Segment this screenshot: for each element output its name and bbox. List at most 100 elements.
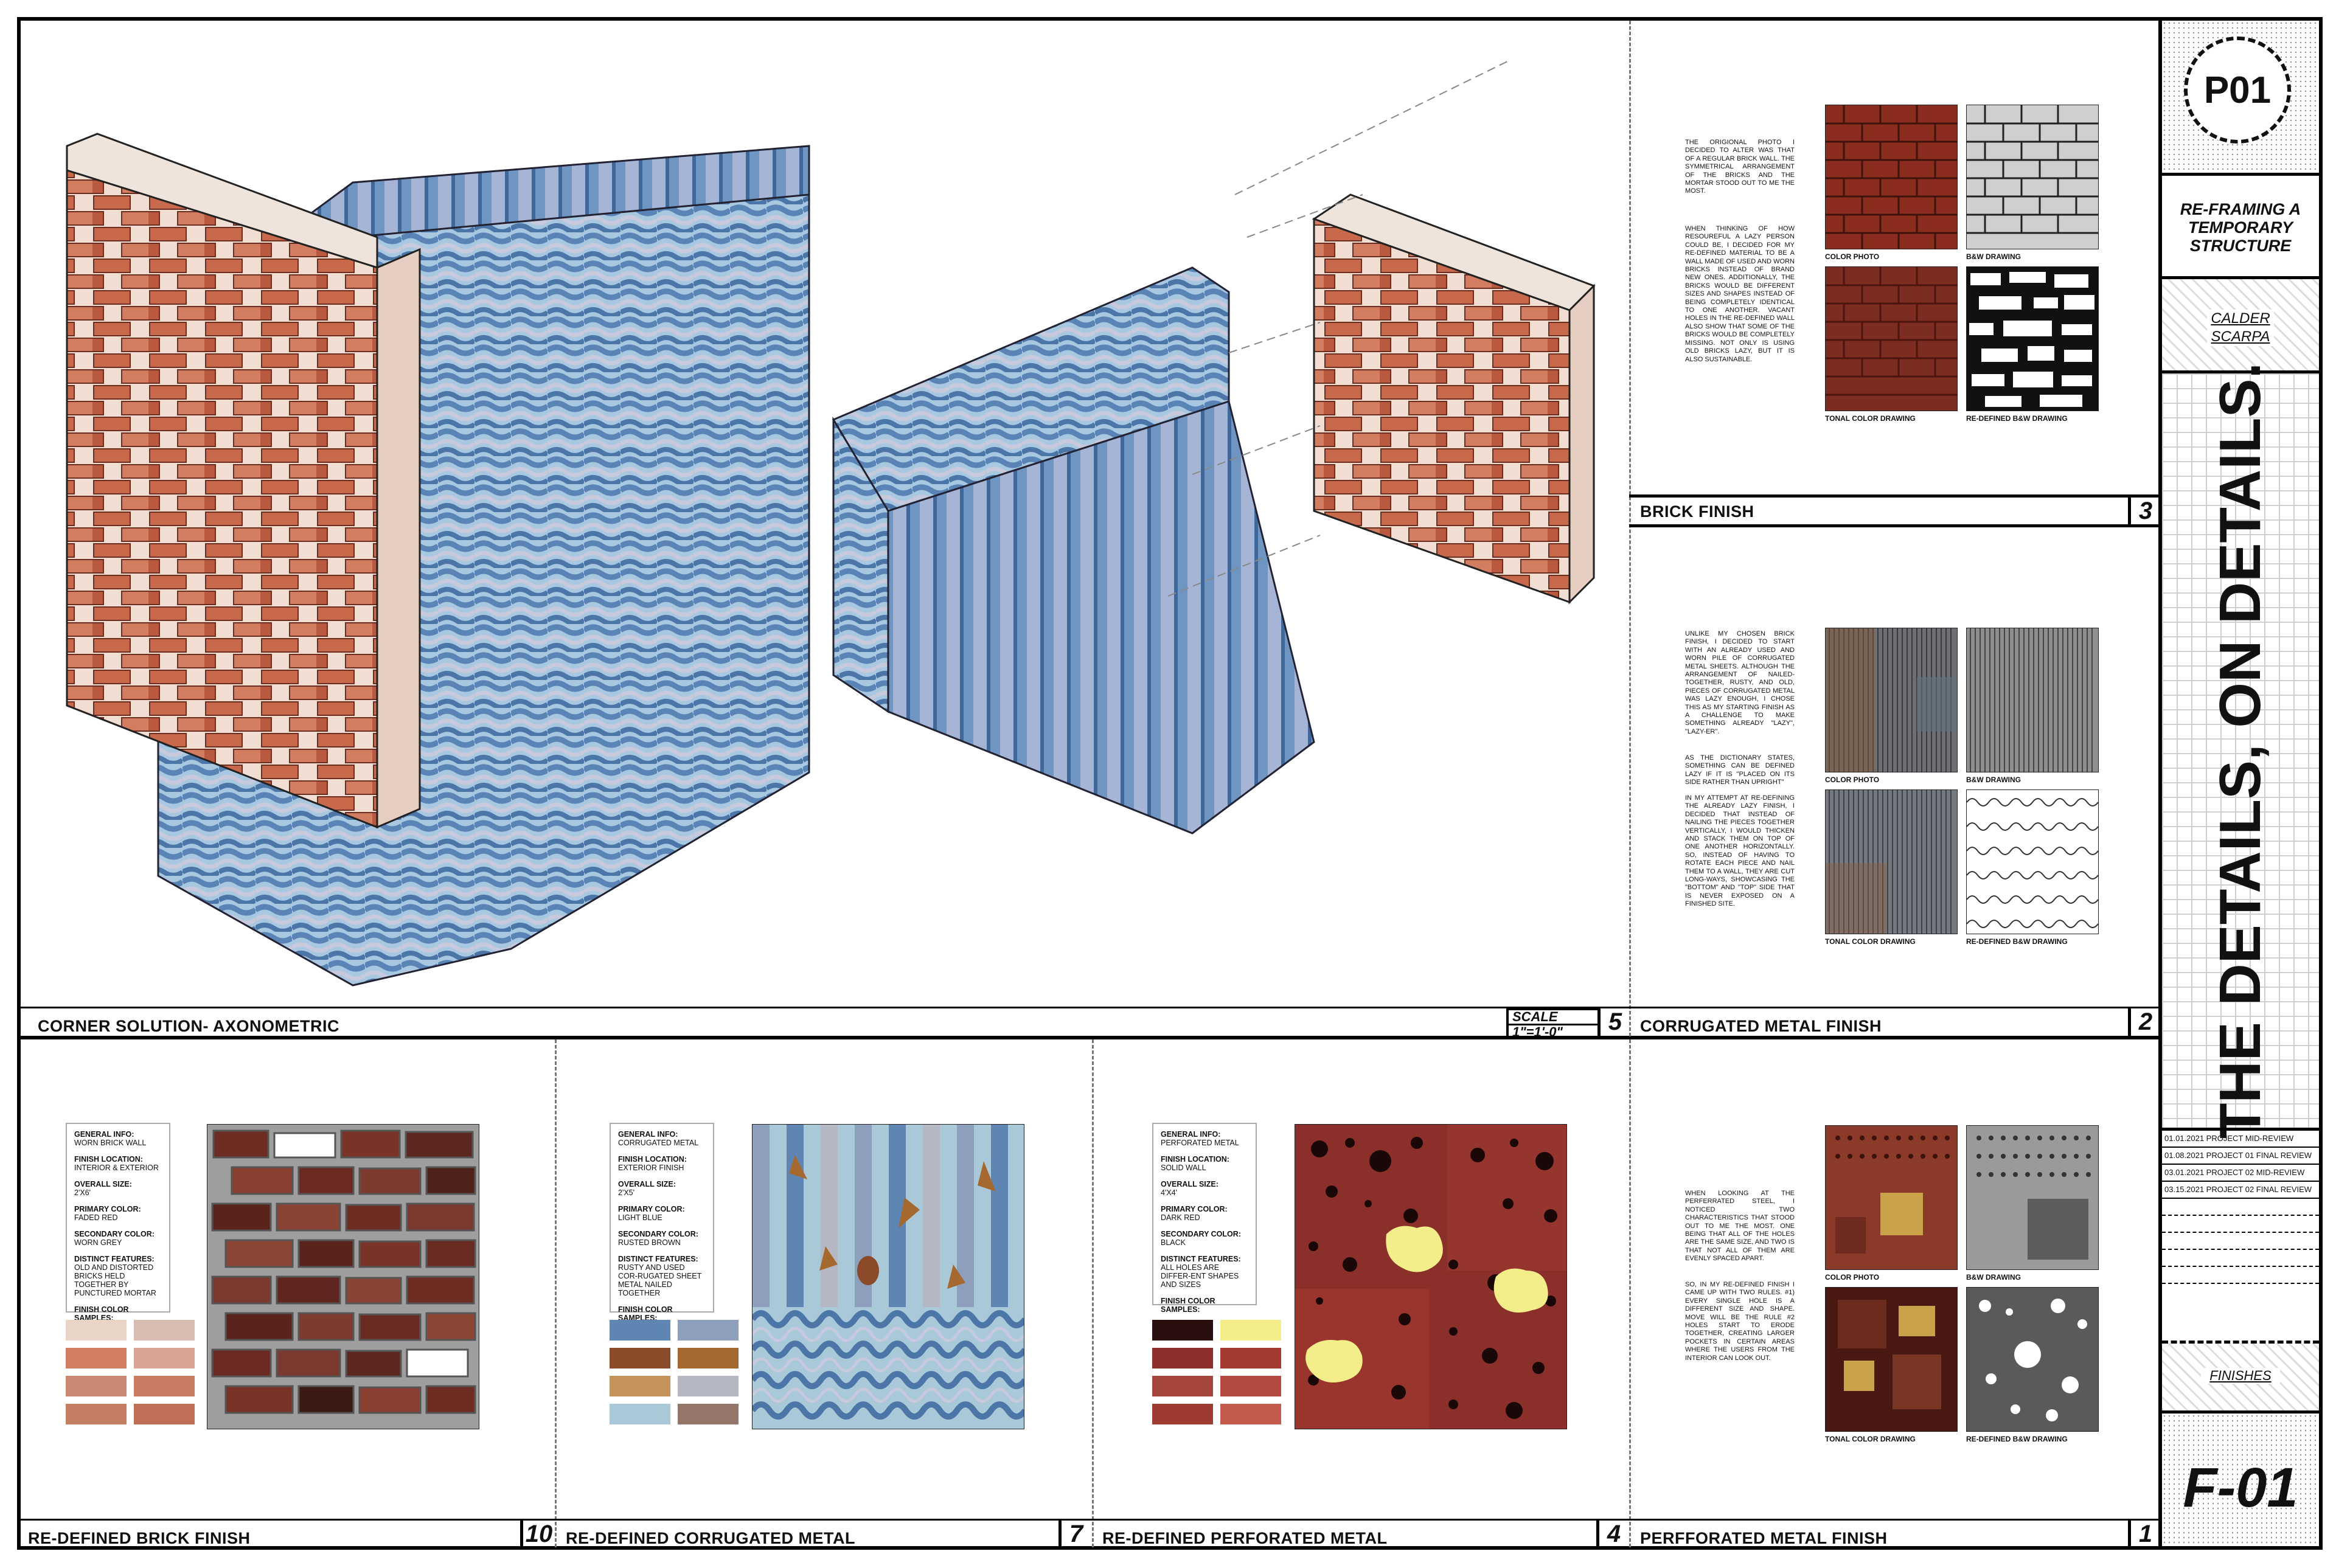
brick-panel-title: BRICK FINISH bbox=[1640, 502, 1754, 521]
sheet-number: F-01 bbox=[2183, 1457, 2298, 1519]
drawing-category: FINISHES bbox=[2201, 1368, 2280, 1384]
rb-primary-color: FADED RED bbox=[74, 1213, 118, 1222]
redef-brick-swatches bbox=[66, 1320, 200, 1429]
rb-finish-location: INTERIOR & EXTERIOR bbox=[74, 1164, 159, 1172]
title-block: P01 RE-FRAMING A TEMPORARY STRUCTURE CAL… bbox=[2162, 21, 2319, 1546]
corrugated-color-photo bbox=[1825, 628, 1958, 772]
rp-secondary-color: BLACK bbox=[1161, 1238, 1186, 1247]
perforated-caption-color-photo: COLOR PHOTO bbox=[1825, 1273, 1880, 1282]
title-grid-area bbox=[2162, 373, 2319, 1128]
perforated-number-box bbox=[2128, 1521, 2163, 1549]
rc-overall-size: 2'X5' bbox=[618, 1188, 635, 1197]
brick-caption-redefined: RE-DEFINED B&W DRAWING bbox=[1966, 414, 2068, 423]
perforated-color-photo bbox=[1825, 1125, 1958, 1270]
color-swatch bbox=[66, 1404, 127, 1424]
perforated-bw-drawing bbox=[1966, 1125, 2099, 1270]
color-swatch bbox=[678, 1348, 739, 1369]
rc-finish-location-label: FINISH LOCATION: bbox=[618, 1155, 687, 1164]
brick-color-photo bbox=[1825, 105, 1958, 249]
revision-row bbox=[2162, 1233, 2319, 1250]
corrugated-text-3: IN MY ATTEMPT AT RE-DEFINING THE ALREADY… bbox=[1685, 794, 1795, 908]
perforated-opening-2 bbox=[1493, 1268, 1548, 1313]
brick-corner-top bbox=[66, 133, 378, 269]
redef-brick-panel-title: RE-DEFINED BRICK FINISH bbox=[28, 1529, 251, 1547]
color-swatch bbox=[1152, 1320, 1213, 1341]
redef-corrugated-number-box bbox=[1058, 1521, 1095, 1549]
divider-right-panels bbox=[1629, 524, 2160, 527]
rb-finish-location-label: FINISH LOCATION: bbox=[74, 1155, 143, 1164]
perforated-tonal-drawing bbox=[1825, 1287, 1958, 1432]
brick-text-2: WHEN THINKING OF HOW RESOUREFUL A LAZY P… bbox=[1685, 225, 1795, 363]
sheet-border bbox=[17, 17, 2323, 1550]
color-swatch bbox=[1152, 1348, 1213, 1369]
redef-brick-info-card: GENERAL INFO: WORN BRICK WALL FINISH LOC… bbox=[66, 1123, 170, 1322]
color-swatch bbox=[678, 1320, 739, 1341]
revision-row: 01.08.2021 PROJECT 01 FINAL REVIEW bbox=[2162, 1148, 2319, 1165]
corrugated-caption-tonal: TONAL COLOR DRAWING bbox=[1825, 937, 1916, 946]
brick-caption-color-photo: COLOR PHOTO bbox=[1825, 252, 1880, 261]
redef-corrugated-panel-title: RE-DEFINED CORRUGATED METAL bbox=[566, 1529, 855, 1547]
rb-secondary-color-label: SECONDARY COLOR: bbox=[74, 1230, 155, 1238]
perforated-caption-tonal: TONAL COLOR DRAWING bbox=[1825, 1435, 1916, 1443]
corrugated-text-1: UNLIKE MY CHOSEN BRICK FINISH, I DECIDED… bbox=[1685, 630, 1795, 735]
rc-finish-location: EXTERIOR FINISH bbox=[618, 1164, 684, 1172]
corrugated-number-box bbox=[2128, 1008, 2163, 1036]
rp-general-info-label: GENERAL INFO: bbox=[1161, 1130, 1221, 1139]
redef-corrugated-panel-number: 7 bbox=[1069, 1521, 1083, 1547]
color-swatch bbox=[610, 1376, 670, 1396]
perforated-text-1: WHEN LOOKING AT THE PERFERRATED STEEL, I… bbox=[1685, 1190, 1795, 1263]
project-title: RE-FRAMING A TEMPORARY STRUCTURE bbox=[2180, 200, 2301, 255]
brick-corner-face bbox=[66, 168, 378, 829]
rp-overall-size: 4'X4' bbox=[1161, 1188, 1178, 1197]
perforated-text-2: SO, IN MY RE-DEFINED FINISH I CAME UP WI… bbox=[1685, 1281, 1795, 1362]
rb-general-info-label: GENERAL INFO: bbox=[74, 1130, 134, 1139]
corrugated-tonal-drawing bbox=[1825, 789, 1958, 934]
perforated-caption-redefined: RE-DEFINED B&W DRAWING bbox=[1966, 1435, 2068, 1443]
rb-distinct: OLD AND DISTORTED BRICKS HELD TOGETHER B… bbox=[74, 1263, 156, 1297]
revision-text: 01.08.2021 PROJECT 01 FINAL REVIEW bbox=[2164, 1151, 2312, 1160]
scale-label: SCALE bbox=[1509, 1010, 1600, 1025]
scale-value: 1"=1'-0" bbox=[1512, 1024, 1563, 1039]
color-swatch bbox=[1220, 1348, 1281, 1369]
projection-lines bbox=[1167, 60, 1509, 597]
redef-perforated-swatches bbox=[1152, 1320, 1286, 1429]
redef-perforated-panel-title: RE-DEFINED PERFORATED METAL bbox=[1102, 1529, 1388, 1547]
color-swatch bbox=[610, 1320, 670, 1341]
corrugated-redefined-bw-drawing bbox=[1966, 789, 2099, 934]
author-area: CALDER SCARPA bbox=[2162, 279, 2319, 370]
corrugated-panel-number: 2 bbox=[2138, 1008, 2153, 1035]
axon-title-rule bbox=[18, 1007, 1629, 1008]
redef-corrugated-info-card: GENERAL INFO: CORRUGATED METAL FINISH LO… bbox=[610, 1123, 714, 1322]
axon-number-box bbox=[1597, 1008, 1632, 1036]
color-swatch bbox=[1220, 1320, 1281, 1341]
dashed-divider-bottom-3 bbox=[1629, 1039, 1631, 1547]
redef-brick-image bbox=[207, 1124, 479, 1429]
corrugated-caption-redefined: RE-DEFINED B&W DRAWING bbox=[1966, 937, 2068, 946]
redef-corrugated-image bbox=[752, 1124, 1024, 1429]
tb-rule-1 bbox=[2162, 173, 2319, 176]
color-swatch bbox=[1220, 1376, 1281, 1396]
rp-finish-location-label: FINISH LOCATION: bbox=[1161, 1155, 1229, 1164]
brick-title-rule bbox=[1629, 494, 2160, 498]
redef-brick-panel-number: 10 bbox=[525, 1521, 553, 1547]
perforated-opening-3 bbox=[1305, 1340, 1363, 1382]
redef-perforated-image bbox=[1295, 1124, 1567, 1429]
redef-perforated-number-box bbox=[1596, 1521, 1632, 1549]
rp-overall-size-label: OVERALL SIZE: bbox=[1161, 1180, 1218, 1188]
rb-distinct-label: DISTINCT FEATURES: bbox=[74, 1255, 155, 1263]
rc-primary-color: LIGHT BLUE bbox=[618, 1213, 662, 1222]
color-swatch bbox=[1152, 1376, 1213, 1396]
color-swatch bbox=[134, 1376, 195, 1396]
rc-primary-color-label: PRIMARY COLOR: bbox=[618, 1205, 685, 1213]
rb-general-info: WORN BRICK WALL bbox=[74, 1139, 147, 1147]
rc-distinct: RUSTY AND USED COR-RUGATED SHEET METAL N… bbox=[618, 1263, 702, 1297]
color-swatch bbox=[134, 1404, 195, 1424]
color-swatch bbox=[66, 1348, 127, 1369]
dashed-divider-top bbox=[1629, 21, 1631, 1036]
rp-general-info: PERFORATED METAL bbox=[1161, 1139, 1239, 1147]
corrugated-title-rule bbox=[1629, 1007, 2160, 1008]
revision-row bbox=[2162, 1216, 2319, 1233]
color-swatch bbox=[66, 1376, 127, 1396]
perforated-caption-bw-drawing: B&W DRAWING bbox=[1966, 1273, 2021, 1282]
project-code: P01 bbox=[2203, 69, 2272, 111]
